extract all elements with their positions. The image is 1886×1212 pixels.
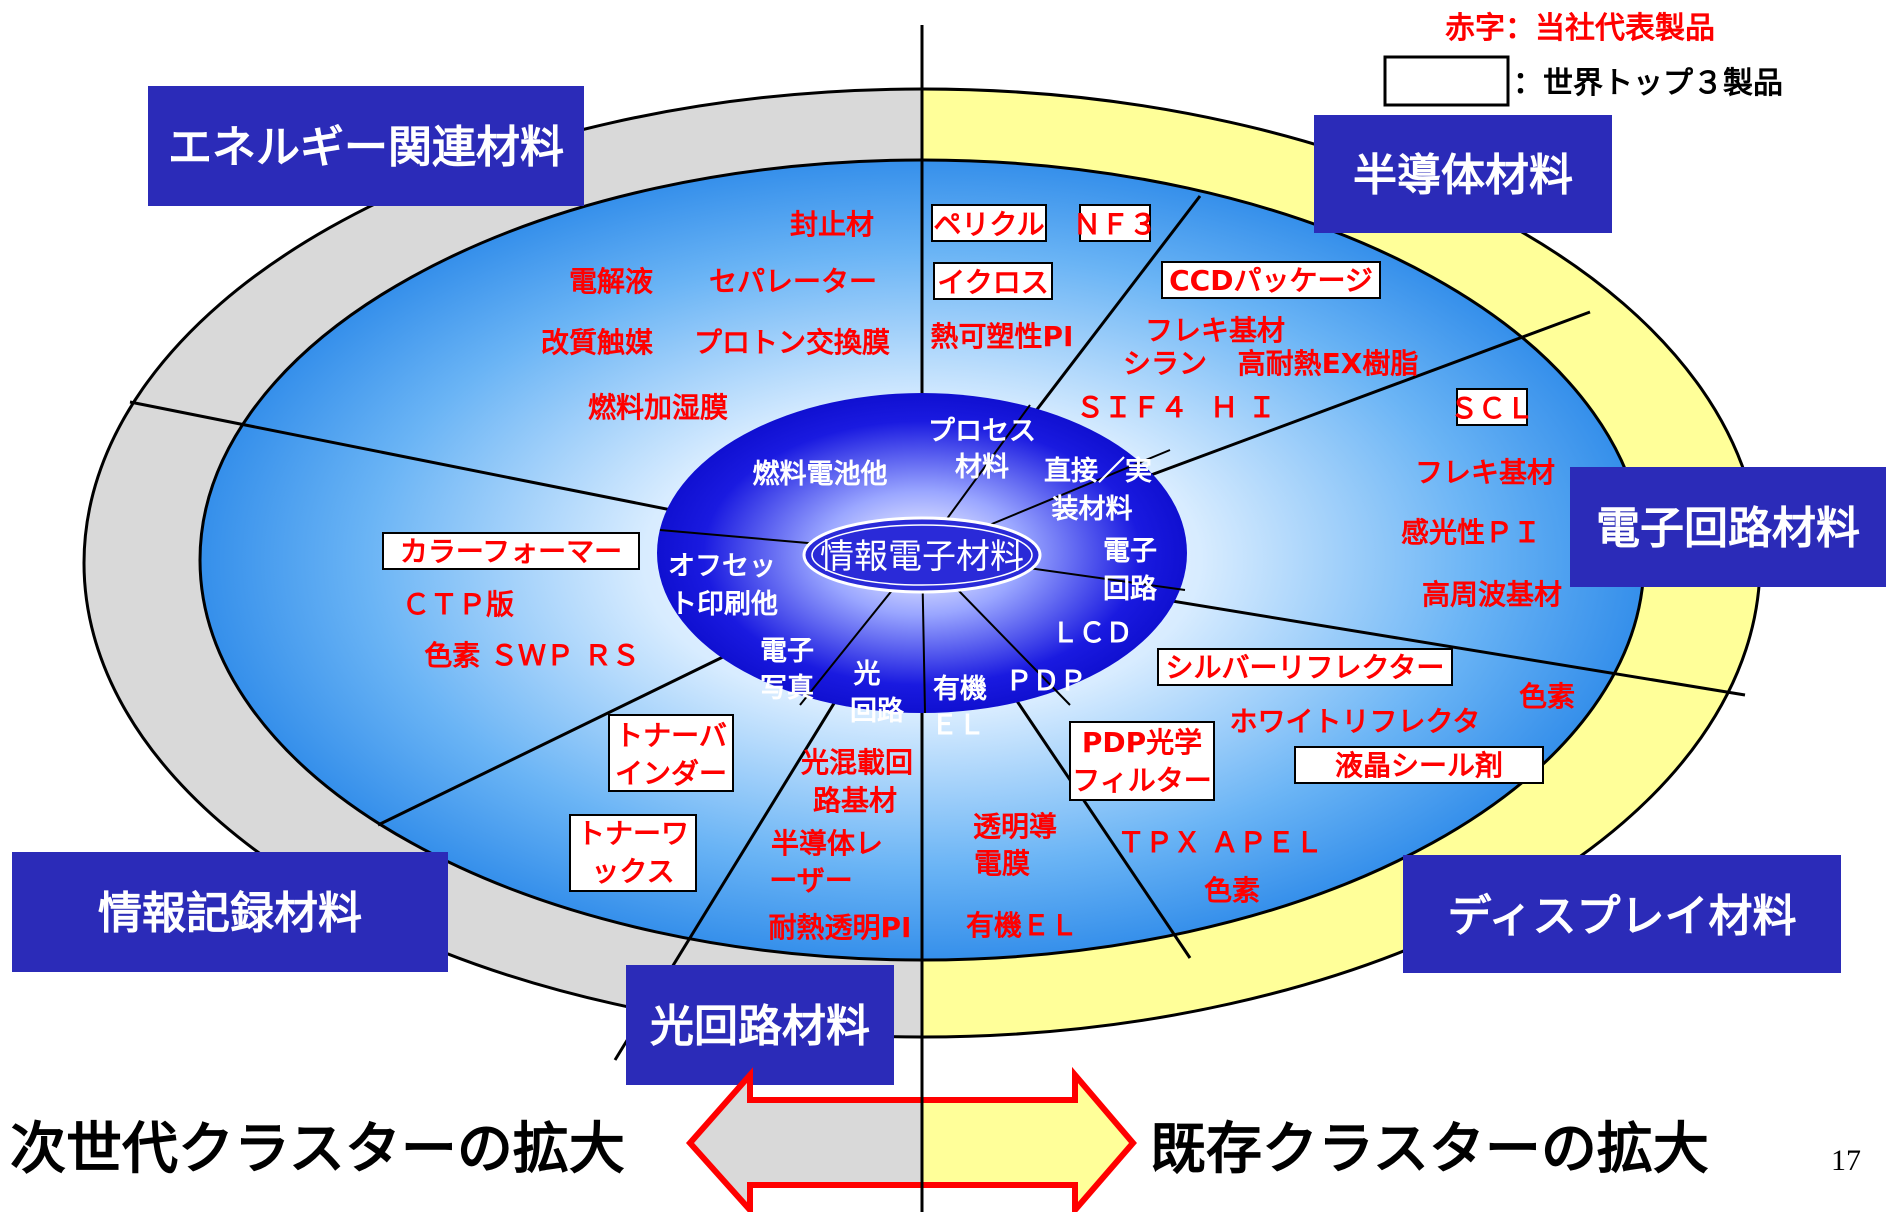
category-electronic-circuit: 電子回路材料 — [1596, 503, 1860, 554]
seg-offset-1: オフセッ — [668, 551, 776, 582]
product-thermoplastic-pi: 熱可塑性PI — [931, 320, 1074, 353]
center-label: 情報電子材料 — [820, 537, 1024, 577]
product-toner-wax-2: ックス — [591, 855, 674, 888]
center-hub — [802, 516, 1042, 594]
product-laser-1: 半導体レ — [771, 827, 883, 860]
product-scl: ＳＣＬ — [1450, 392, 1534, 425]
legend-red-text: 赤字：当社代表製品 — [1445, 11, 1715, 46]
seg-offset-2: ト印刷他 — [670, 589, 778, 620]
product-hi: Ｈ Ｉ — [1210, 391, 1276, 424]
seg-el-1: 有機 — [933, 674, 987, 705]
product-heat-pi: 耐熱透明PI — [769, 911, 912, 944]
product-dye-2: 色素 — [1204, 874, 1260, 907]
category-info-recording: 情報記録材料 — [98, 888, 362, 939]
product-reforming-catalyst: 改質触媒 — [541, 326, 654, 359]
product-flex-1: フレキ基材 — [1145, 314, 1285, 347]
seg-process-2: 材料 — [955, 452, 1009, 483]
product-dye-swp-rs: 色素 ＳＷＰ ＲＳ — [424, 639, 640, 672]
product-ccd-package: CCDパッケージ — [1169, 264, 1373, 297]
seg-process-1: プロセス — [928, 416, 1036, 447]
product-silane: シラン — [1123, 347, 1207, 380]
product-transparent-2: 電膜 — [974, 847, 1030, 880]
product-photosensitive-pi: 感光性ＰＩ — [1401, 516, 1541, 549]
seg-direct-2: 装材料 — [1052, 494, 1133, 525]
caption-next-gen: 次世代クラスターの拡大 — [10, 1117, 625, 1182]
arrow-right-half — [922, 1066, 1137, 1212]
product-electrolyte: 電解液 — [569, 265, 653, 298]
product-pdp-filter-1: PDP光学 — [1082, 726, 1202, 759]
seg-optical-2: 回路 — [850, 695, 905, 727]
arrow-left-half — [685, 1067, 922, 1212]
category-boxes — [12, 86, 1886, 1085]
product-dye-1: 色素 — [1519, 680, 1575, 713]
product-pellicle: ペリクル — [933, 208, 1044, 241]
legend-box-sample — [1383, 55, 1510, 107]
product-humidifying-membrane: 燃料加湿膜 — [588, 391, 728, 424]
seg-direct-1: 直接／実 — [1044, 455, 1152, 487]
product-high-freq: 高周波基材 — [1422, 578, 1562, 611]
product-sealant: 封止材 — [790, 208, 874, 241]
product-white-reflector: ホワイトリフレクタ — [1230, 705, 1481, 738]
product-icross: イクロス — [937, 266, 1048, 299]
seg-el-2: ＥＬ — [931, 710, 985, 741]
product-pdp-filter-2: フィルター — [1072, 764, 1211, 797]
product-toner-binder-2: インダー — [615, 757, 727, 790]
product-sif4: ＳＩＦ４ — [1076, 391, 1188, 424]
product-toner-wax-1: トナーワ — [577, 817, 689, 850]
legend-box-text: ：世界トップ３製品 — [1513, 66, 1783, 101]
product-silver-reflector: シルバーリフレクター — [1166, 651, 1445, 684]
top3-boxes — [382, 204, 1544, 892]
seg-circuit-2: 回路 — [1103, 573, 1158, 605]
seg-optical-1: 光 — [853, 659, 881, 690]
caption-existing: 既存クラスターの拡大 — [1150, 1117, 1709, 1182]
category-display: ディスプレイ材料 — [1448, 891, 1797, 942]
seg-pdp: ＰＤＰ — [1006, 666, 1087, 697]
product-optical-mix-2: 路基材 — [813, 784, 897, 817]
product-flex-2: フレキ基材 — [1415, 456, 1555, 489]
page-number: 17 — [1831, 1144, 1861, 1177]
product-color-former: カラーフォーマー — [400, 535, 622, 568]
seg-lcd: ＬＣＤ — [1052, 618, 1133, 649]
product-transparent-1: 透明導 — [973, 810, 1057, 843]
product-tpx-apel: ＴＰＸ ＡＰＥＬ — [1117, 826, 1323, 859]
product-toner-binder-1: トナーバ — [615, 719, 727, 752]
seg-fuel-cell: 燃料電池他 — [753, 459, 888, 490]
product-laser-2: ーザー — [769, 864, 852, 897]
seg-photo-1: 電子 — [760, 636, 814, 667]
product-nf3: ＮＦ３ — [1073, 208, 1157, 241]
seg-photo-2: 写真 — [760, 673, 814, 704]
product-proton-membrane: プロトン交換膜 — [694, 326, 890, 359]
product-organic-el: 有機ＥＬ — [966, 909, 1078, 942]
product-optical-mix-1: 光混載回 — [800, 746, 913, 779]
seg-circuit-1: 電子 — [1103, 536, 1157, 567]
category-energy: エネルギー関連材料 — [168, 122, 564, 173]
category-optical-circuit: 光回路材料 — [650, 1001, 870, 1052]
product-lc-seal: 液晶シール剤 — [1335, 749, 1503, 782]
product-separator: セパレーター — [709, 265, 877, 298]
product-ctp: ＣＴＰ版 — [402, 588, 514, 621]
category-semiconductor: 半導体材料 — [1353, 150, 1573, 201]
product-ex-resin: 高耐熱EX樹脂 — [1238, 347, 1419, 380]
